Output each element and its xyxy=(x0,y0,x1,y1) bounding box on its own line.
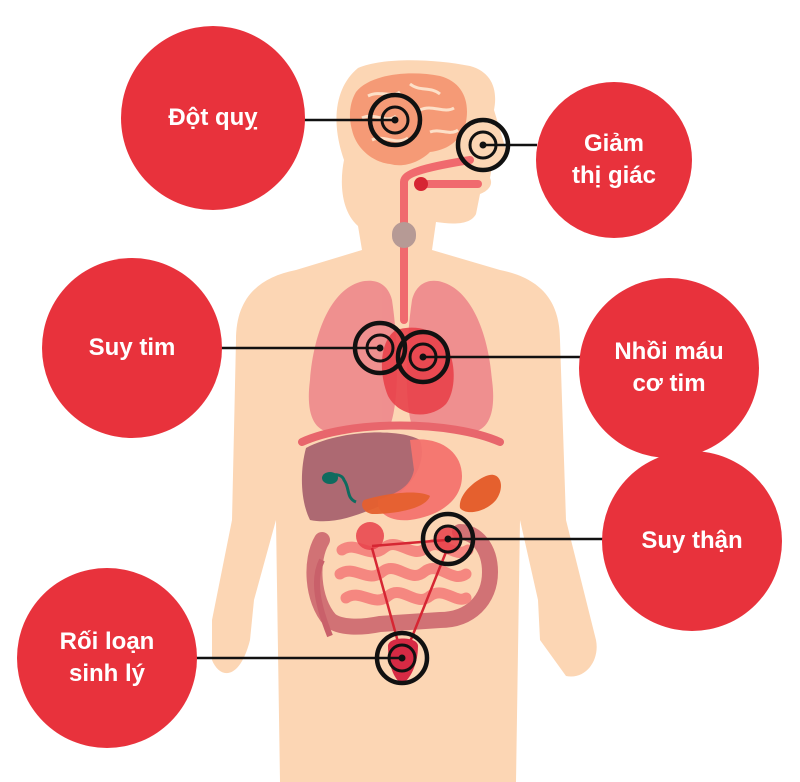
bubble-vision-loss-line-2: thị giác xyxy=(571,162,656,189)
target-marker-vision[interactable] xyxy=(455,117,511,173)
bubble-stroke-label: Đột quỵ xyxy=(168,103,258,131)
gallbladder xyxy=(322,472,338,484)
spleen xyxy=(459,474,501,513)
target-dot-vision xyxy=(479,141,487,149)
bubble-sexual-dysfunction[interactable]: Rối loạn sinh lý xyxy=(17,568,197,748)
body-silhouette xyxy=(212,60,597,782)
bubble-myocardial-infarction-line-1: Nhồi máu xyxy=(614,337,724,365)
bubble-stroke[interactable]: Đột quỵ xyxy=(121,26,305,210)
bubble-vision-loss-line-1: Giảm xyxy=(583,129,644,157)
target-marker-heart-failure[interactable] xyxy=(352,320,408,376)
airway xyxy=(400,156,482,324)
colon-tail xyxy=(314,558,333,638)
target-marker-sexual[interactable] xyxy=(374,630,430,686)
bubble-sexual-dysfunction-line-2: sinh lý xyxy=(68,660,145,687)
bubble-sexual-dysfunction-line-1: Rối loạn xyxy=(59,627,155,655)
bubble-myocardial-infarction[interactable]: Nhồi máu cơ tim xyxy=(579,278,759,458)
bubble-vision-loss[interactable]: Giảm thị giác xyxy=(536,82,692,238)
thyroid xyxy=(392,222,416,248)
bubble-heart-failure-label: Suy tim xyxy=(88,333,176,361)
bubble-myocardial-infarction-line-2: cơ tim xyxy=(632,370,706,397)
target-dot-kidney xyxy=(444,535,452,543)
kidney-left xyxy=(356,522,384,550)
target-dot-heart-failure xyxy=(376,344,384,352)
airway-node xyxy=(414,177,428,191)
pancreas xyxy=(362,492,430,514)
target-dot-stroke xyxy=(391,116,399,124)
target-dot-sexual xyxy=(398,654,406,662)
bubble-kidney-failure[interactable]: Suy thận xyxy=(602,451,782,631)
target-marker-myocardial[interactable] xyxy=(395,329,451,385)
bubble-heart-failure[interactable]: Suy tim xyxy=(42,258,222,438)
liver xyxy=(301,432,422,522)
target-dot-myocardial xyxy=(419,353,427,361)
target-marker-kidney[interactable] xyxy=(420,511,476,567)
diaphragm xyxy=(298,421,504,446)
bubble-kidney-failure-label: Suy thận xyxy=(641,526,743,554)
target-marker-stroke[interactable] xyxy=(367,92,423,148)
